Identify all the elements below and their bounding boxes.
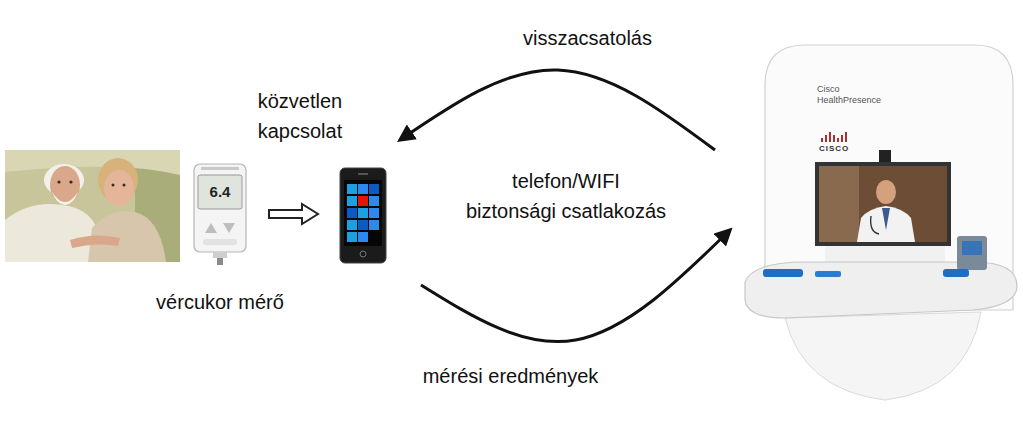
telehealth-booth-drawing [957,236,987,270]
telehealth-booth-drawing [825,135,827,142]
elderly-couple-photo [123,184,126,187]
curved-arrow [421,230,730,342]
smartphone-drawing [360,251,366,257]
smartphone-drawing [358,196,368,206]
telehealth-booth-drawing [785,312,981,400]
elderly-couple-photo [50,166,80,204]
logo-text: CISCO [819,144,849,154]
telehealth-booth-drawing [829,132,831,142]
telehealth-booth-drawing [841,135,843,142]
smartphone: közvetlen kapcsolat [340,168,386,263]
smartphone-drawing [347,220,357,230]
glucose-meter-drawing [213,252,227,258]
node-heading: közvetlen kapcsolat [235,86,365,146]
elderly-couple-photo [5,150,180,175]
elderly-couple-photo [5,150,180,262]
glucose-meter-drawing [198,175,242,209]
elderly-couple-photo [104,170,134,206]
glucose-meter: 6.4vércukor mérő [193,163,247,265]
telehealth-booth-drawing [845,132,847,142]
telehealth-booth-drawing [962,241,982,255]
elderly-couple-photo [57,180,60,183]
glucose-meter-drawing [205,223,217,233]
glucose-meter-drawing [217,258,223,265]
smartphone-drawing [358,184,368,194]
smartphone-drawing [347,184,357,194]
smartphone-drawing [358,173,368,175]
telehealth-booth-drawing [943,269,969,277]
smartphone-drawing [340,168,386,263]
glucose-meter-drawing [203,239,237,245]
smartphone-drawing [358,220,368,230]
glucose-meter-drawing [194,164,246,252]
telehealth-booth-drawing [879,150,891,162]
telehealth-booth-drawing [819,166,947,242]
smartphone-drawing [347,232,357,242]
device-label: vércukor mérő [156,289,284,315]
telehealth-booth-drawing [821,138,823,142]
telehealth-booth-drawing [825,246,945,262]
telehealth-booth: Cisco HealthPresenceCISCO [745,40,1017,402]
smartphone-drawing [344,180,382,246]
hollow-arrow [269,204,318,224]
telehealth-booth-drawing [819,166,859,242]
smartphone-drawing [340,168,386,263]
brand-text: Cisco HealthPresence [817,84,901,106]
elderly-couple-photo [112,184,115,187]
connection-note: telefon/WIFI biztonsági csatlakozás [436,166,696,226]
edge-label: mérési eredmények [420,364,602,388]
glucose-meter-drawing [223,223,235,233]
telehealth-booth-drawing [871,216,879,234]
telehealth-booth-drawing [837,138,839,142]
elderly-couple-photo [52,192,78,205]
elderly-couple-photo [69,180,72,183]
smartphone-drawing [369,184,379,194]
elderly-couple-photo [5,150,180,262]
smartphone-drawing [347,208,357,218]
telehealth-booth-drawing [876,180,896,204]
glucose-meter-drawing [193,163,247,265]
smartphone-drawing [369,220,379,230]
smartphone-drawing [369,196,379,206]
telehealth-booth-drawing [763,269,803,277]
telehealth-booth-drawing [857,206,915,242]
glucose-meter-drawing [201,167,239,170]
edge-label: visszacsatolás [520,26,655,50]
telehealth-booth-drawing [833,135,835,142]
curved-arrow [400,70,715,150]
telehealth-booth-drawing [815,271,841,277]
smartphone-drawing [358,232,368,242]
smartphone-drawing [358,208,368,218]
elderly-couple-photo [70,235,120,248]
telehealth-booth-drawing [745,262,1017,318]
smartphone-drawing [369,208,379,218]
telehealth-booth-drawing [882,208,890,230]
smartphone-drawing [347,196,357,206]
meter-reading: 6.4 [198,175,242,209]
telehealth-booth-drawing [745,40,1017,402]
telehealth-booth-drawing [815,162,951,246]
